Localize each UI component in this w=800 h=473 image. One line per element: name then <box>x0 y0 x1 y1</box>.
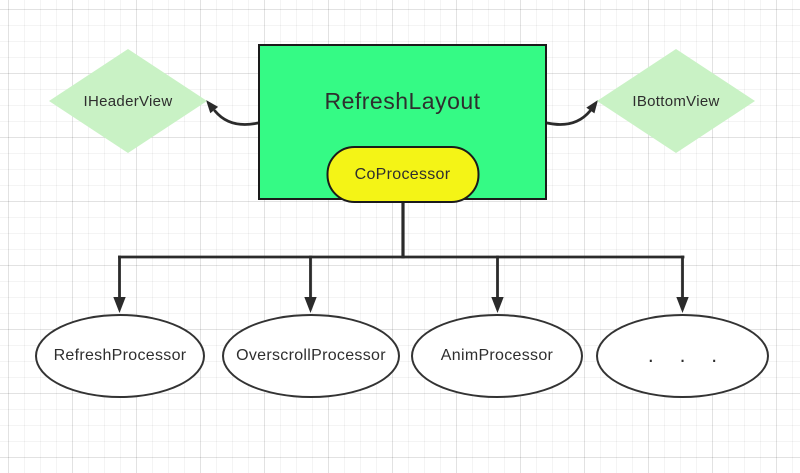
node-coprocessor-label: CoProcessor <box>354 165 451 183</box>
node-iheaderview-label: IHeaderView <box>83 92 173 110</box>
connector-root-to-headerview <box>206 100 260 126</box>
connector-to-more <box>676 255 689 313</box>
node-overscrollprocessor[interactable]: OverscrollProcessor <box>222 314 400 398</box>
connector-root-to-bottomview <box>545 100 598 126</box>
node-ibottomview-label: IBottomView <box>632 92 720 110</box>
connector-coprocessor-bus <box>118 192 685 259</box>
node-refreshlayout[interactable]: RefreshLayout CoProcessor <box>258 44 547 203</box>
node-refreshlayout-label: RefreshLayout <box>324 88 481 114</box>
node-coprocessor[interactable]: CoProcessor <box>326 146 479 203</box>
node-more-processors[interactable]: . . . <box>596 314 769 398</box>
node-animprocessor[interactable]: AnimProcessor <box>411 314 583 398</box>
node-overscrollprocessor-label: OverscrollProcessor <box>236 347 386 364</box>
node-refreshprocessor[interactable]: RefreshProcessor <box>35 314 205 398</box>
node-animprocessor-label: AnimProcessor <box>440 347 554 364</box>
connector-to-refreshprocessor <box>113 255 126 313</box>
node-more-processors-label: . . . <box>647 344 728 367</box>
connector-to-animprocessor <box>491 255 504 313</box>
connector-to-overscrollprocessor <box>304 255 317 313</box>
node-refreshprocessor-label: RefreshProcessor <box>53 347 187 364</box>
